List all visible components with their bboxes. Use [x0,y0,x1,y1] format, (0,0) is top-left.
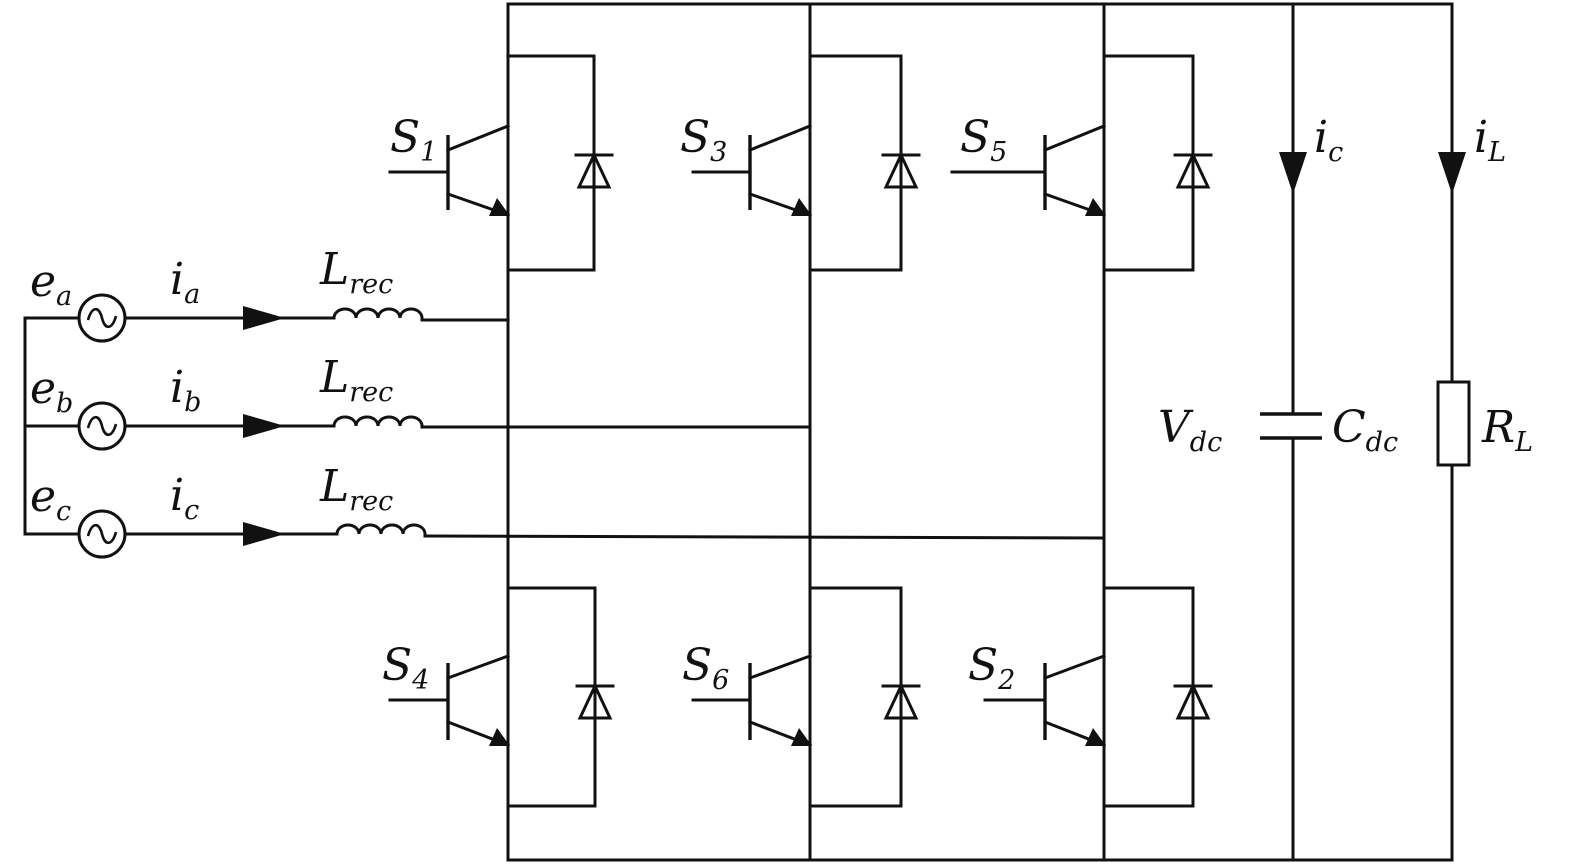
emitter-arrow [1085,198,1106,216]
current-arrow [1279,152,1307,194]
resistor-label: RL [1481,402,1533,458]
switch-label-s2: S2 [968,640,1015,696]
current-arrow [243,306,285,330]
ac-source-icon [77,401,127,451]
diode-icon [574,151,614,189]
switch-label-s4: S4 [382,640,429,696]
dc-voltage-label: Vdc [1158,402,1222,458]
current-label-b: ib [170,362,201,418]
leg-3 [950,2,1213,862]
switch-s5 [950,54,1213,272]
switch-s4 [388,586,615,808]
inductor-icon [332,307,424,320]
switch-label-s1: S1 [390,112,437,168]
switch-s1 [388,54,614,272]
inductor-label-c: Lrec [319,461,393,517]
load-branch [1436,2,1471,862]
diode-icon [881,682,921,720]
inductor-icon [335,523,427,536]
capacitor-branch [1260,2,1322,862]
switch-s2 [983,586,1213,808]
emitter-arrow [791,728,812,746]
leg-2 [691,2,921,862]
current-label-a: ia [170,254,200,310]
emitter-arrow [1085,728,1106,746]
switch-label-s6: S6 [682,640,729,696]
diode-loop [506,54,596,272]
diode-loop [1102,586,1195,808]
ac-input [23,293,1106,559]
current-label-c: ic [170,470,199,526]
switch-label-s5: S5 [960,112,1007,168]
inductor-label-b: Lrec [319,352,393,408]
source-label-b: eb [30,363,73,419]
switch-label-s3: S3 [680,112,727,168]
switch-s6 [691,586,921,808]
ac-source-icon [77,293,127,343]
current-arrow [1438,152,1466,194]
labels: ea eb ec ia ib ic Lrec Lrec Lrec S1 S [30,112,1533,696]
emitter-arrow [489,728,510,746]
diode-icon [1173,151,1213,189]
resistor-icon [1436,380,1471,467]
diode-icon [1173,682,1213,720]
diode-loop [808,54,903,272]
capacitor-label: Cdc [1332,402,1398,458]
current-arrow [243,522,285,546]
dc-bus [506,2,1454,862]
load-current-label: iL [1474,112,1506,168]
diode-icon [575,682,615,720]
diode-loop [808,586,903,808]
source-label-a: ea [30,256,72,312]
inductor-label-a: Lrec [319,244,393,300]
diode-loop [506,586,597,808]
inductor-icon [332,415,424,428]
capacitor-current-label: ic [1314,112,1343,168]
ac-source-icon [77,509,127,559]
switch-s3 [691,54,921,272]
leg-1 [388,2,615,862]
source-label-c: ec [30,471,71,527]
emitter-arrow [791,198,812,216]
diode-icon [881,151,921,189]
current-arrow [243,414,285,438]
emitter-arrow [489,198,510,216]
diode-loop [1102,54,1195,272]
